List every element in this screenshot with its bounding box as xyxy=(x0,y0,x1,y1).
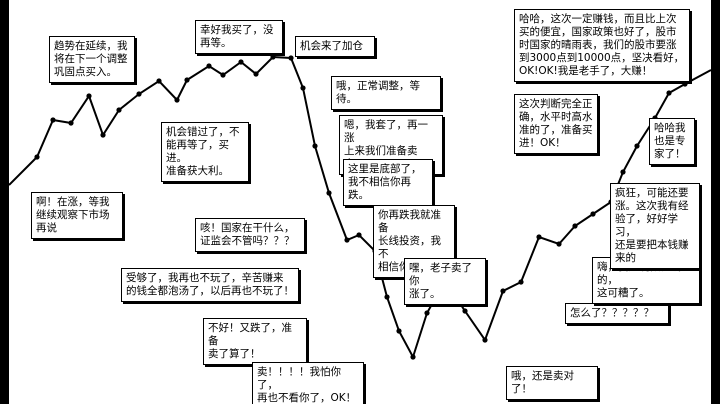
price-point xyxy=(556,241,562,247)
price-point xyxy=(206,63,212,69)
price-point xyxy=(100,132,106,138)
price-point xyxy=(634,143,640,149)
bubble-trend-continues: 趋势在延续，我 将在下一个调整 巩固点买入。 xyxy=(49,36,135,83)
price-point xyxy=(270,54,276,60)
price-point xyxy=(424,310,430,316)
price-point xyxy=(312,143,318,149)
bubble-sold-then-rose: 嘿，老子卖了你 涨了。 xyxy=(404,258,486,305)
bubble-crazy-rise: 疯狂，可能还要 涨。这次我有经 验了，好好学习， 还是要把本钱赚 来的 xyxy=(610,183,700,269)
bubble-judged-right: 这次判断完全正 确，水平时高水 准的了，准备买 进！OK！ xyxy=(514,94,598,154)
price-point xyxy=(174,97,180,103)
price-point xyxy=(50,117,56,123)
price-point xyxy=(384,294,390,300)
price-point xyxy=(253,71,259,77)
price-point xyxy=(666,90,672,96)
price-point xyxy=(682,81,688,87)
price-point xyxy=(500,288,506,294)
price-point xyxy=(620,169,626,175)
price-point xyxy=(482,337,488,343)
bubble-falling-again: 不好！又跌了，准备 卖了算了！ xyxy=(203,318,307,365)
price-point xyxy=(86,93,92,99)
bubble-glad-bought: 幸好我买了，没 再等。 xyxy=(195,20,283,54)
price-point xyxy=(184,77,190,83)
price-point xyxy=(34,154,40,160)
price-point xyxy=(288,55,294,61)
price-point xyxy=(136,91,142,97)
price-point xyxy=(572,223,578,229)
price-point xyxy=(536,234,542,240)
price-point xyxy=(238,59,244,65)
bubble-will-profit: 哈哈，这次一定赚钱，而且比上次 买的便宜，国家政策也好了，股市 时国家的晴雨表，… xyxy=(514,9,690,82)
price-point xyxy=(396,328,402,334)
bubble-what-happened: 怎么了？？？？？ xyxy=(565,303,669,324)
price-point xyxy=(68,120,74,126)
price-point xyxy=(410,354,416,360)
bubble-regulator: 咳！国家在干什么， 证监会不管吗？？？ xyxy=(195,218,305,252)
bubble-sell: 卖！！！！我怕你了， 再也不看你了，OK！ xyxy=(252,362,364,404)
price-point xyxy=(220,72,226,78)
price-point xyxy=(344,237,350,243)
bubble-watch-market: 啊！在涨，等我 继续观察下市场 再说 xyxy=(31,192,123,239)
bubble-sold-right: 哦，还是卖对了！ xyxy=(506,366,598,400)
bubble-had-enough: 受够了，我再也不玩了，辛苦赚来 的钱全都泡汤了，以后再也不玩了！ xyxy=(121,268,299,302)
price-point xyxy=(156,78,162,84)
price-point xyxy=(518,279,524,285)
comic-stage: 啊！在涨，等我 继续观察下市场 再说 趋势在延续，我 将在下一个调整 巩固点买入… xyxy=(9,0,711,404)
bubble-missed-chance: 机会错过了，不 能再等了，买进。 准备获大利。 xyxy=(161,122,249,182)
price-point xyxy=(356,232,362,238)
price-point xyxy=(590,211,596,217)
bubble-bottom-here: 这里是底部了， 我不相信你再跌。 xyxy=(343,159,433,206)
bubble-normal-adjust: 哦，正常调整，等待。 xyxy=(331,76,441,110)
bubble-expert-too: 哈哈我 也是专 家了！ xyxy=(649,118,695,165)
price-point xyxy=(462,308,468,314)
price-point xyxy=(300,85,306,91)
price-point xyxy=(326,190,332,196)
bubble-add-position: 机会来了加仓 xyxy=(295,36,375,57)
price-point xyxy=(116,107,122,113)
